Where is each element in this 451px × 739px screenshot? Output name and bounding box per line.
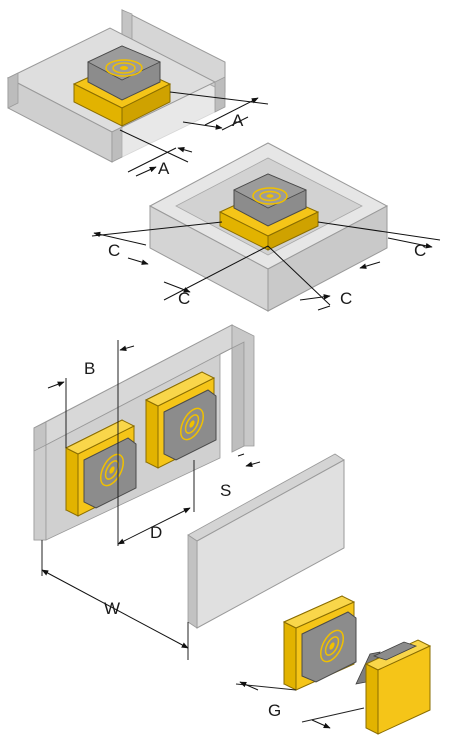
label-c-bottom-right: C <box>340 289 352 308</box>
label-c-left: C <box>108 241 120 260</box>
opposing-plate <box>187 453 345 629</box>
label-c-right: C <box>414 241 426 260</box>
sensor-g <box>282 595 357 691</box>
dimension-b-s-d-w-lines <box>41 340 261 660</box>
sensor-in-channel <box>72 45 172 127</box>
sensor-right-on-wall <box>144 371 217 469</box>
label-a-left: A <box>158 159 170 178</box>
dimension-g-lines <box>235 681 365 729</box>
label-s: S <box>220 481 231 500</box>
label-g: G <box>268 701 281 720</box>
label-b: B <box>84 359 95 378</box>
label-c-bottom-left: C <box>178 289 190 308</box>
label-d: D <box>150 523 162 542</box>
dimension-a-lines <box>119 91 269 177</box>
sensor-left-on-wall <box>64 419 137 517</box>
sensor-cap <box>355 639 432 735</box>
label-w: W <box>104 599 120 618</box>
dimension-c-lines <box>91 221 441 311</box>
label-a-right: A <box>232 111 244 130</box>
sensor-in-box <box>218 173 320 251</box>
